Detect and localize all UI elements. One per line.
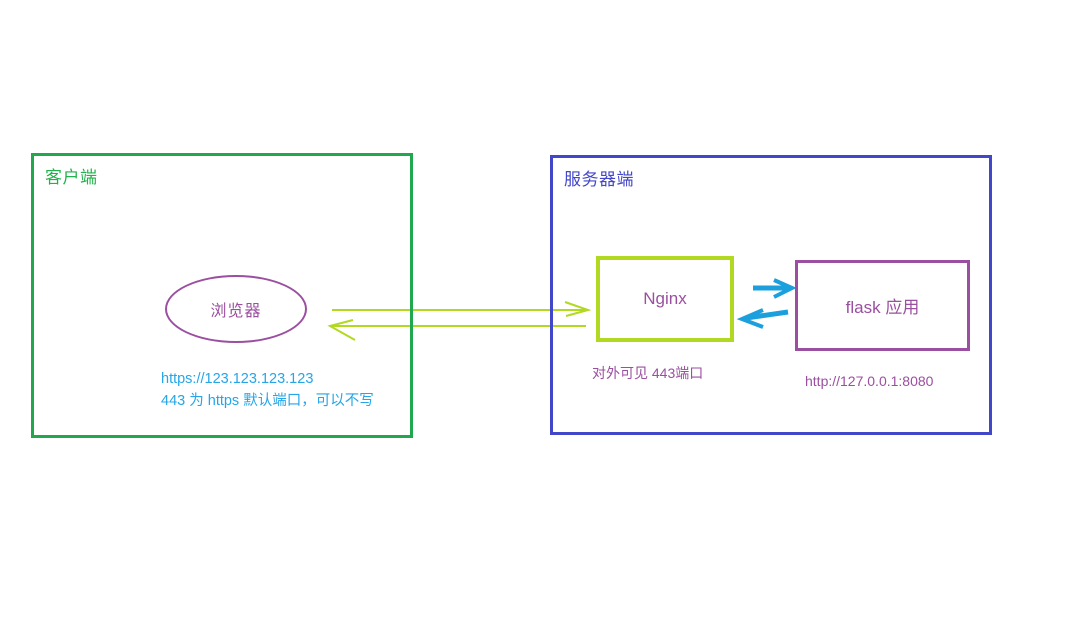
- nginx-port-caption: 对外可见 443端口: [592, 365, 704, 381]
- nginx-node[interactable]: Nginx: [596, 256, 734, 342]
- flask-url-caption: http://127.0.0.1:8080: [805, 373, 934, 389]
- browser-node-label: 浏览器: [210, 303, 262, 320]
- client-url-line2: 443 为 https 默认端口，可以不写: [161, 393, 374, 409]
- client-url-caption: https://123.123.123.123 443 为 https 默认端口…: [161, 368, 374, 412]
- client-zone: 客户端: [31, 153, 413, 438]
- server-zone-title: 服务器端: [564, 170, 634, 189]
- browser-node[interactable]: 浏览器: [165, 275, 307, 343]
- server-zone: 服务器端: [550, 155, 992, 435]
- flask-node-label: flask 应用: [845, 298, 920, 317]
- flask-node[interactable]: flask 应用: [795, 260, 970, 351]
- client-zone-title: 客户端: [45, 168, 98, 187]
- nginx-node-label: Nginx: [643, 289, 687, 308]
- client-url-line1: https://123.123.123.123: [161, 371, 314, 387]
